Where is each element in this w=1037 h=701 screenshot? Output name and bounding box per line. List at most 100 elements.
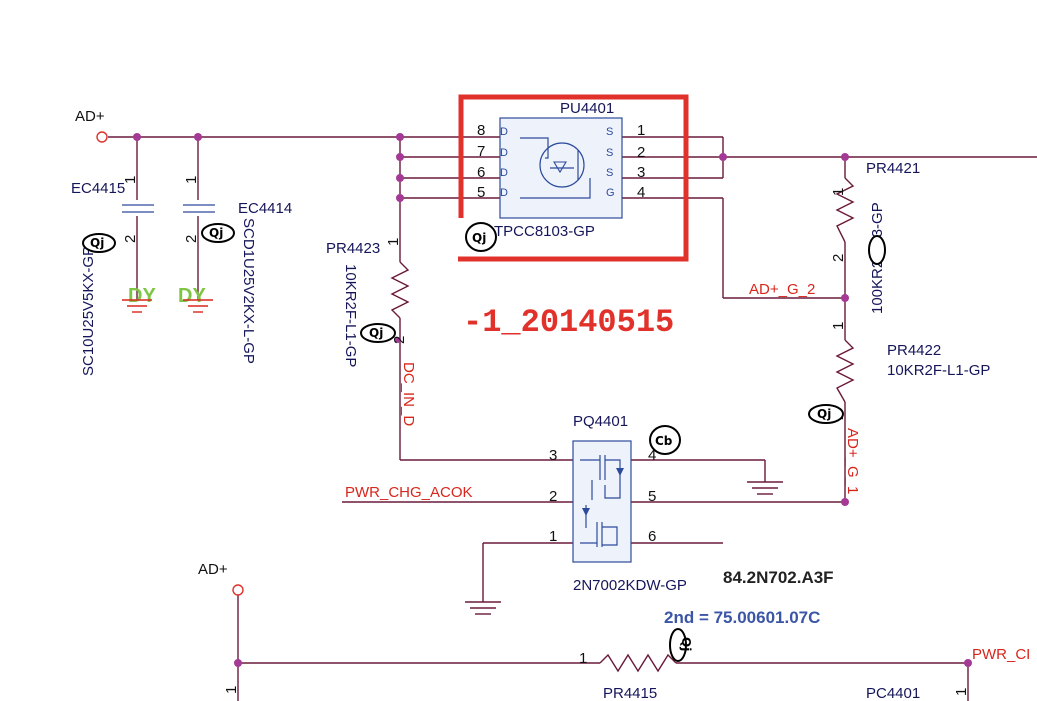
stamp-icon: Cb — [649, 425, 681, 455]
stamp-text: Qj — [679, 637, 693, 651]
resistor-zigzag-icon — [835, 339, 855, 403]
power-port-icon — [232, 584, 244, 596]
power-port-icon — [96, 131, 108, 143]
pin-number: 2 — [549, 488, 557, 505]
ref-designator: PC4401 — [866, 685, 920, 701]
mosfet-pq4401: 3 2 1 4 5 6 PQ4401 2N7002KDW-GP 84.2N702… — [549, 413, 834, 627]
pin-letter: S — [606, 126, 613, 138]
part-number: 2N7002KDW-GP — [573, 577, 687, 594]
pin-number: 5 — [477, 184, 485, 201]
pin-number: 6 — [648, 528, 656, 545]
stamp-icon: Qj — [201, 223, 235, 243]
part-number: TPCC8103-GP — [494, 223, 595, 240]
revision-annotation: -1_20140515 — [463, 304, 674, 341]
junction-dot — [396, 153, 404, 161]
pin-number: 1 — [830, 188, 847, 196]
junction-dot — [719, 153, 727, 161]
junctions — [133, 133, 972, 667]
pin-number: 1 — [122, 176, 139, 184]
pin-letter: D — [500, 126, 508, 138]
resistor-pr4423: PR4423 1 2 10KR2F-L1-GP — [326, 238, 410, 367]
resistor-zigzag-icon — [599, 653, 677, 673]
pin-number: 1 — [223, 686, 240, 694]
junction-dot — [194, 133, 202, 141]
junction-dot — [133, 133, 141, 141]
review-stamps: Qj Qj Qj Qj Qj Cb Qj — [82, 222, 886, 662]
junction-dot — [841, 498, 849, 506]
part-number: SCD1U25V2KX-L-GP — [240, 218, 257, 364]
pin-number: 1 — [579, 650, 587, 667]
pin-number: 2 — [830, 254, 847, 262]
junction-dot — [396, 133, 404, 141]
ref-designator: PR4415 — [603, 685, 657, 701]
resistor-zigzag-icon — [835, 177, 855, 243]
pin-letter: G — [606, 187, 615, 199]
part-number: 10KR2F-L1-GP — [887, 362, 990, 379]
option-tag: DY — [178, 285, 206, 307]
net-label-ad-g-2: AD+_G_2 — [749, 281, 815, 298]
pin-number: 6 — [477, 164, 485, 181]
part-number: SC10U25V5KX-GP — [80, 246, 97, 376]
pin-number: 1 — [385, 238, 402, 246]
junction-dot — [234, 659, 242, 667]
pin-letter: D — [500, 167, 508, 179]
stamp-text: Qj — [90, 236, 104, 250]
resistor-pr4422: PR4422 10KR2F-L1-GP 1 2 — [830, 322, 990, 420]
stamp-text: Cb — [655, 434, 673, 448]
capacitor-pc4401: PC4401 1 1 — [223, 685, 970, 701]
ref-designator: EC4415 — [71, 180, 125, 197]
part-number: 10KR2F-L1-GP — [342, 264, 359, 367]
pin-number: 5 — [648, 488, 656, 505]
ref-designator: PR4421 — [866, 160, 920, 177]
stamp-text: Qj — [817, 407, 831, 421]
ground-icon — [747, 481, 783, 495]
pin-letter: D — [500, 147, 508, 159]
stamp-icon: Qj — [360, 323, 396, 343]
stamp-text: Qj — [472, 231, 486, 245]
junction-dot — [964, 659, 972, 667]
power-label: AD+ — [198, 561, 228, 578]
stamp-icon: Qj — [808, 404, 844, 424]
pin-number: 3 — [549, 447, 557, 464]
pin-number: 1 — [953, 688, 970, 696]
capacitor-ec4414: EC4414 1 2 SCD1U25V2KX-L-GP DY — [178, 176, 292, 364]
pin-number: 1 — [183, 176, 200, 184]
ground-icon — [183, 299, 213, 313]
stamp-icon: Qj — [669, 628, 693, 662]
ref-designator: PU4401 — [560, 100, 614, 117]
pin-number: 2 — [183, 235, 200, 243]
ref-designator: PQ4401 — [573, 413, 628, 430]
junction-dot — [395, 337, 401, 343]
stamp-icon: Qj — [82, 233, 116, 253]
power-label: AD+ — [75, 108, 105, 125]
ground-icon — [465, 601, 501, 615]
ref-designator: PR4422 — [887, 342, 941, 359]
pin-number: 1 — [549, 528, 557, 545]
resistor-pr4421: PR4421 1 2 100KR2F-L3-GP — [830, 160, 920, 314]
junction-dot — [841, 294, 849, 302]
vendor-part-number: 84.2N702.A3F — [723, 568, 834, 587]
fet-icon — [580, 505, 618, 547]
highlight-box — [458, 94, 689, 262]
pin-letter: D — [500, 187, 508, 199]
junction-dot — [396, 194, 404, 202]
stamp-text: Qj — [209, 226, 223, 240]
power-port-ad-bottom: AD+ — [198, 561, 244, 596]
net-label-dc-in-d: DC_IN_D — [400, 362, 417, 426]
resistor-pr4415: 1 PR4415 — [579, 650, 677, 701]
stamp-icon — [868, 235, 886, 265]
pin-letter: S — [606, 147, 613, 159]
pin-number: 1 — [637, 122, 645, 139]
power-port-ad-top: AD+ — [75, 108, 108, 143]
resistor-zigzag-icon — [390, 261, 410, 319]
pin-letter: S — [606, 167, 613, 179]
stamp-text: Qj — [369, 326, 383, 340]
stamp-icon: Qj — [465, 222, 497, 252]
pin-number: 7 — [477, 143, 485, 160]
ground-symbols — [122, 299, 783, 615]
pin-number: 4 — [637, 184, 645, 201]
ground-icon — [122, 299, 152, 313]
pin-number: 1 — [830, 322, 847, 330]
junction-dot — [841, 153, 849, 161]
